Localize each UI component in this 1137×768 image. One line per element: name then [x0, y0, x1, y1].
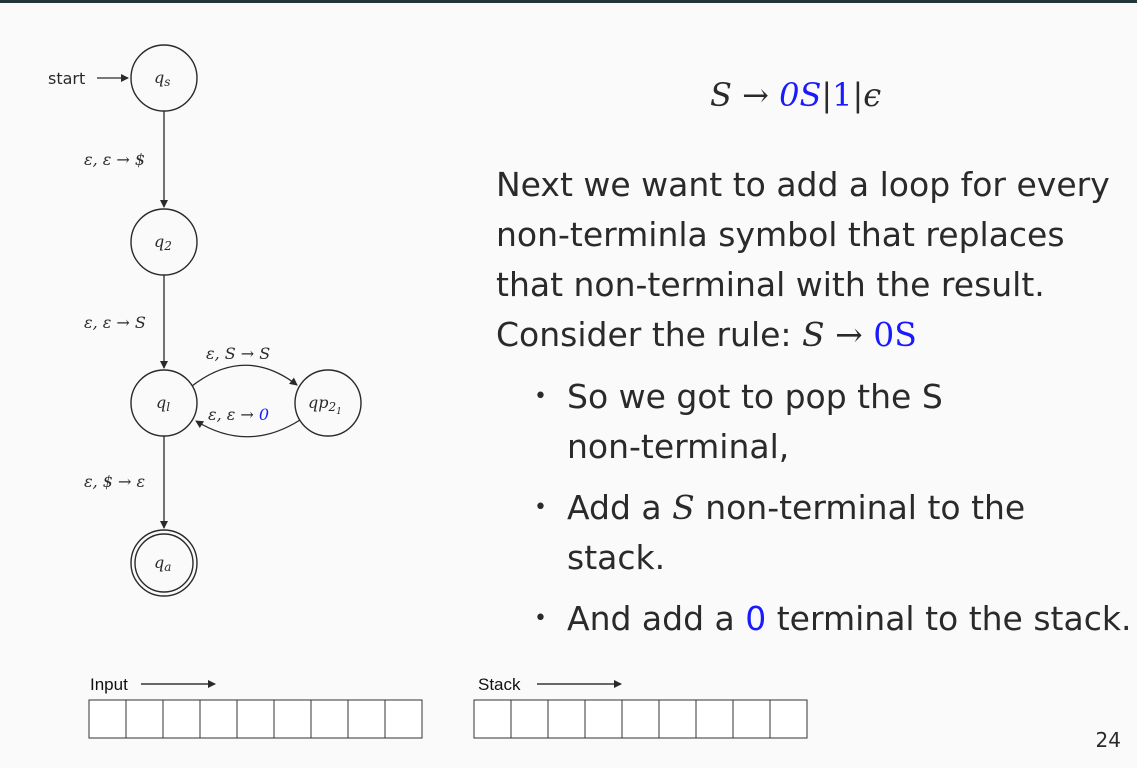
state-qs: qs [130, 44, 198, 112]
stack-tape-cell [584, 699, 623, 739]
edge-qp-ql [195, 419, 301, 438]
svg-text:ql: ql [156, 393, 170, 414]
start-label: start [48, 69, 85, 88]
input-tape-cell [125, 699, 164, 739]
grammar-rule: S → 0S|1|ϵ [710, 76, 882, 114]
stack-tape-cell [473, 699, 512, 739]
edge-label-push-dollar: ε, ε → $ [84, 150, 145, 169]
input-tape-cell [236, 699, 275, 739]
stack-tape [473, 699, 808, 739]
stack-tape-cell [732, 699, 771, 739]
stack-tape-cell [621, 699, 660, 739]
stack-tape-cell [510, 699, 549, 739]
edge-ql-qp [191, 364, 298, 387]
state-qa-accept: qa [130, 529, 198, 597]
input-tape [88, 699, 423, 739]
explanation-paragraph: Next we want to add a loop for every non… [496, 160, 1116, 360]
top-bar [0, 0, 1137, 3]
input-tape-cell [384, 699, 423, 739]
edge-label-pop-dollar: ε, $ → ε [84, 472, 145, 491]
input-tape-cell [273, 699, 312, 739]
input-tape-cell [310, 699, 349, 739]
paragraph-line: Next we want to add a loop for every [496, 165, 1110, 204]
svg-text:q2: q2 [154, 232, 172, 253]
stack-tape-cell [547, 699, 586, 739]
list-item: • Add a S non-terminal to the stack. [534, 488, 1026, 577]
bullet-list: • So we got to pop the S non-terminal, •… [530, 372, 1132, 655]
page-number: 24 [1095, 728, 1121, 752]
state-q2: q2 [130, 208, 198, 276]
input-tape-label: Input [90, 675, 128, 694]
stack-tape-label: Stack [478, 675, 521, 694]
input-tape-cell [162, 699, 201, 739]
state-ql: ql [130, 369, 198, 437]
edge-label-push-0: ε, ε → 0 [208, 405, 269, 424]
input-tape-cell [347, 699, 386, 739]
paragraph-line: Consider the rule: S → 0S [496, 315, 917, 354]
input-tape-cell [88, 699, 127, 739]
svg-text:qs: qs [154, 68, 170, 89]
paragraph-line: non-terminla symbol that replaces [496, 215, 1065, 254]
edge-label-push-s: ε, ε → S [84, 313, 146, 332]
input-tape-cell [199, 699, 238, 739]
list-item: • And add a 0 terminal to the stack. [534, 599, 1132, 638]
list-item: • So we got to pop the S non-terminal, [534, 377, 943, 466]
stack-tape-cell [695, 699, 734, 739]
state-qp21: qp21 [294, 369, 362, 437]
svg-text:qa: qa [154, 553, 171, 574]
edge-label-pop-s: ε, S → S [206, 344, 270, 363]
svg-text:qp21: qp21 [308, 393, 342, 417]
stack-tape-cell [769, 699, 808, 739]
stack-tape-cell [658, 699, 697, 739]
paragraph-line: that non-terminal with the result. [496, 265, 1045, 304]
